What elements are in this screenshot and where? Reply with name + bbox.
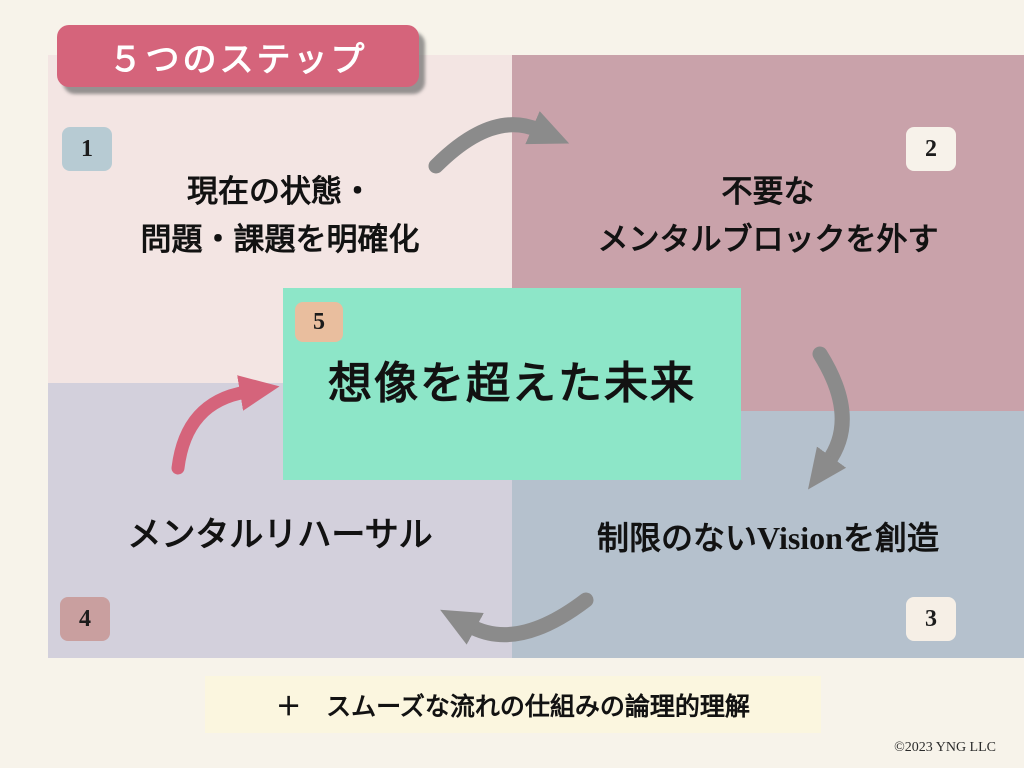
step4-label: メンタルリハーサル	[127, 517, 433, 554]
step1-label-line2: 問題・課題を明確化	[140, 222, 420, 258]
step1-label: 現在の状態・ 問題・課題を明確化	[48, 168, 512, 264]
step5-center-panel	[283, 288, 741, 480]
step1-number-badge: 1	[62, 127, 112, 171]
step5-label: 想像を超えた未来	[328, 359, 696, 408]
step2-number: 2	[925, 135, 937, 162]
step3-number: 3	[925, 605, 937, 632]
diagram-title: ５つのステップ	[108, 41, 368, 79]
step2-number-badge: 2	[906, 127, 956, 171]
step5-number: 5	[313, 308, 325, 335]
step2-label-line2: メンタルブロックを外す	[597, 222, 939, 258]
step4-number: 4	[79, 605, 91, 632]
step5-number-badge: 5	[295, 302, 343, 342]
step1-label-line1: 現在の状態・	[187, 174, 373, 209]
copyright-text: ©2023 YNG LLC	[894, 740, 996, 755]
step3-number-badge: 3	[906, 597, 956, 641]
step4-number-badge: 4	[60, 597, 110, 641]
step2-label: 不要な メンタルブロックを外す	[512, 168, 1024, 264]
step1-number: 1	[81, 135, 93, 162]
bottom-note-banner: ＋ スムーズな流れの仕組みの論理的理解	[205, 676, 821, 733]
step3-label: 制限のないVisionを創造	[597, 520, 939, 556]
diagram-title-badge: ５つのステップ	[57, 25, 419, 87]
step2-label-line1: 不要な	[721, 174, 815, 209]
bottom-note-text: ＋ スムーズな流れの仕組みの論理的理解	[276, 693, 750, 721]
